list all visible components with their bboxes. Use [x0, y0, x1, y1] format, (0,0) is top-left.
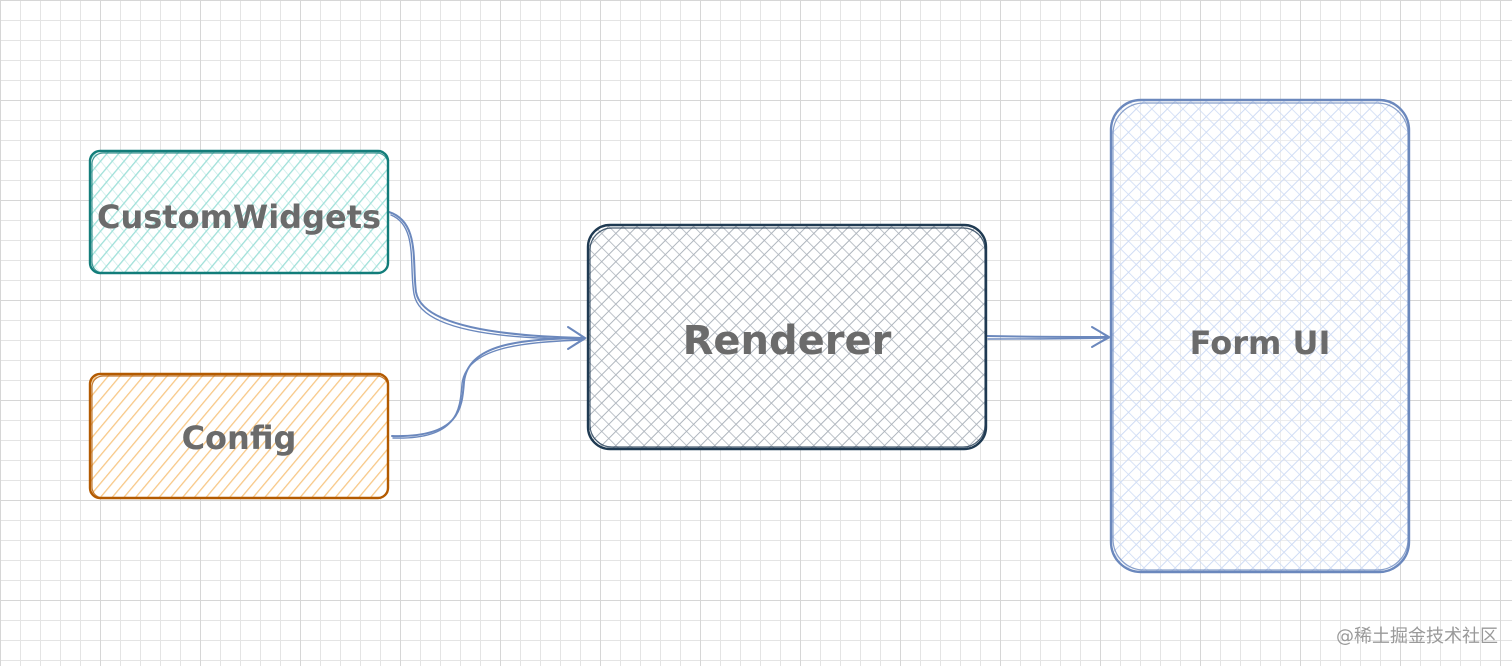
node-config-label: Config: [182, 419, 297, 457]
arrowhead-formui-icon: [1091, 326, 1111, 348]
node-form-ui-label: Form UI: [1190, 324, 1331, 362]
edge-customwidgets-to-renderer[interactable]: [388, 211, 584, 340]
arrowhead-renderer-icon: [567, 326, 587, 350]
node-config[interactable]: Config: [88, 372, 390, 500]
edge-renderer-to-formui[interactable]: [986, 335, 1107, 340]
edges: [388, 211, 1111, 439]
node-custom-widgets-label: CustomWidgets: [97, 198, 381, 236]
node-custom-widgets[interactable]: CustomWidgets: [88, 149, 390, 275]
node-form-ui[interactable]: Form UI: [1109, 98, 1411, 574]
watermark: @稀土掘金技术社区: [1336, 626, 1498, 647]
node-renderer[interactable]: Renderer: [586, 223, 988, 451]
edge-config-to-renderer[interactable]: [391, 337, 584, 439]
node-renderer-label: Renderer: [683, 318, 892, 364]
